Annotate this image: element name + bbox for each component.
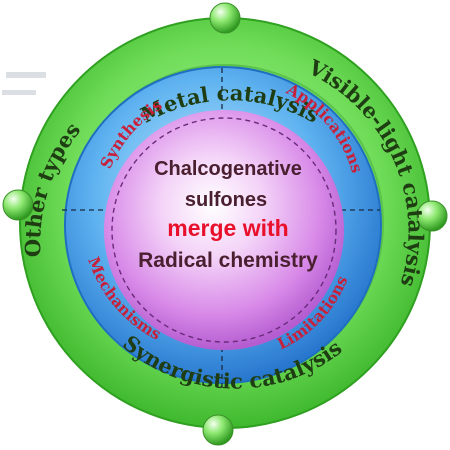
decor-ball-left — [2, 189, 34, 221]
center-line-4: Radical chemistry — [138, 249, 318, 272]
center-dashed-circle — [111, 117, 337, 343]
center-sphere — [104, 110, 344, 350]
center-line-2: sulfones — [185, 189, 267, 211]
decor-ball-right — [416, 200, 448, 232]
decor-ball-top — [209, 2, 241, 34]
center-line-3: merge with — [167, 215, 288, 241]
center-line-1: Chalcogenative — [154, 158, 302, 180]
decor-ball-bottom — [202, 414, 234, 446]
